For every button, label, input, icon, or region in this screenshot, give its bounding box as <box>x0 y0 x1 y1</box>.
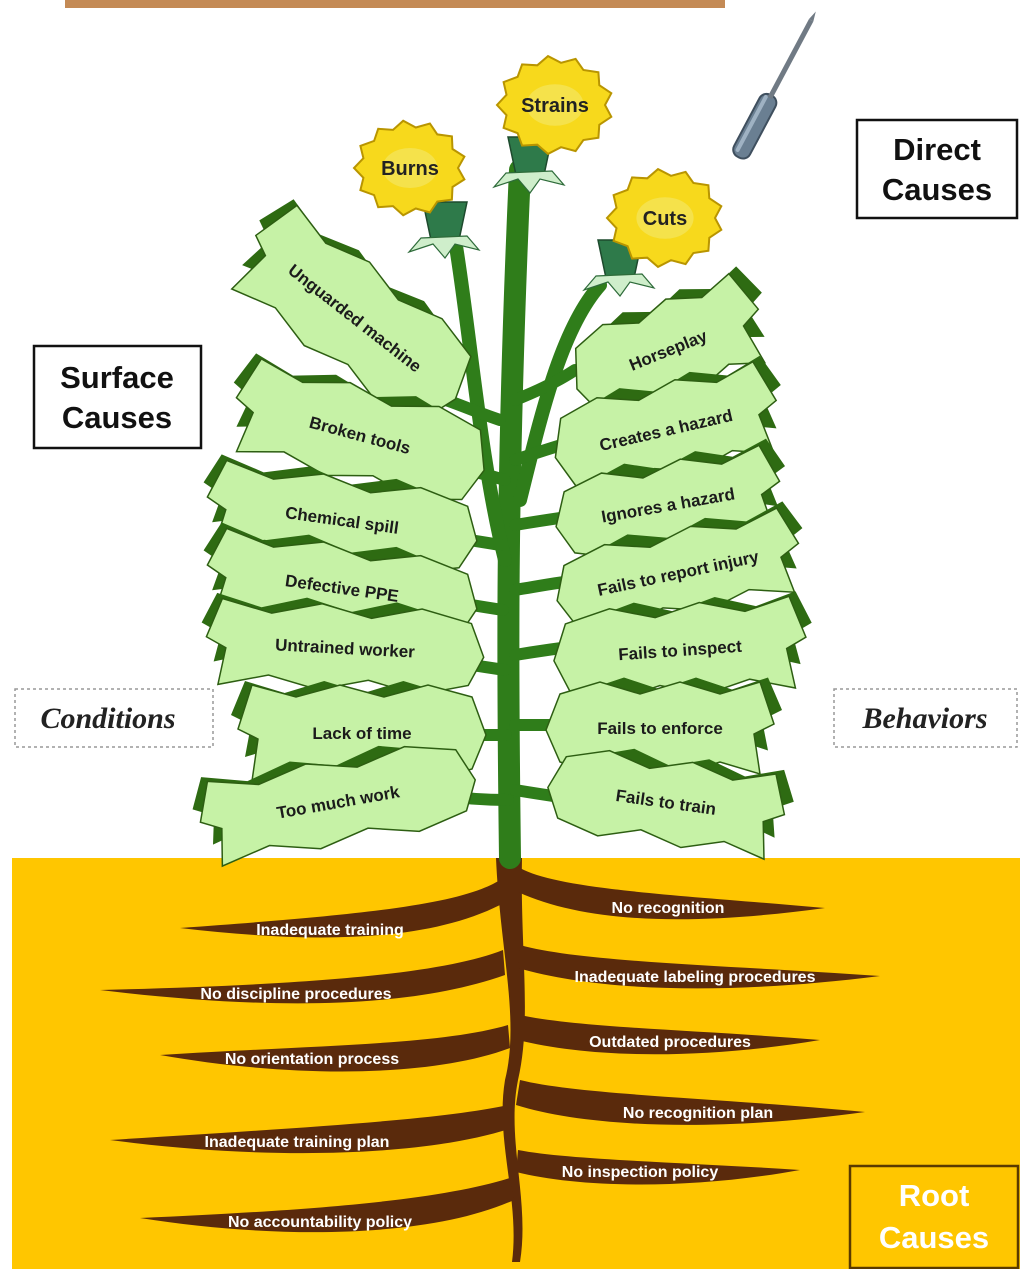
root-label-right-no-recognition-plan: No recognition plan <box>623 1105 773 1122</box>
root-label-right-no-inspection-policy: No inspection policy <box>562 1164 719 1181</box>
flower-burns: Burns <box>354 121 479 258</box>
flower-cuts: Cuts <box>584 169 721 296</box>
root-label-left-no-accountability-policy: No accountability policy <box>228 1214 412 1231</box>
screwdriver-icon <box>730 7 823 161</box>
behaviors-box: Behaviors <box>834 689 1017 747</box>
conditions-box: Conditions <box>15 689 213 747</box>
top-bar <box>65 0 725 8</box>
root-label-right-outdated-procedures: Outdated procedures <box>589 1034 751 1051</box>
root-label-left-inadequate-training: Inadequate training <box>256 922 404 939</box>
flower-label: Burns <box>381 158 439 180</box>
behaviors-label: Behaviors <box>861 702 987 735</box>
flower-label: Cuts <box>643 208 687 230</box>
conditions-label: Conditions <box>40 702 175 735</box>
root-label-left-no-discipline-procedures: No discipline procedures <box>200 986 391 1003</box>
root-label-left-inadequate-training-plan: Inadequate training plan <box>205 1134 390 1151</box>
leaf-label: Lack of time <box>312 724 411 743</box>
flower-label: Strains <box>521 95 589 117</box>
root-label-right-no-recognition: No recognition <box>612 900 725 917</box>
flower-strains: Strains <box>494 56 611 193</box>
root-label-left-no-orientation-process: No orientation process <box>225 1051 399 1068</box>
leaf-label: Fails to enforce <box>597 719 723 738</box>
root-label-right-inadequate-labeling-procedures: Inadequate labeling procedures <box>575 969 816 986</box>
